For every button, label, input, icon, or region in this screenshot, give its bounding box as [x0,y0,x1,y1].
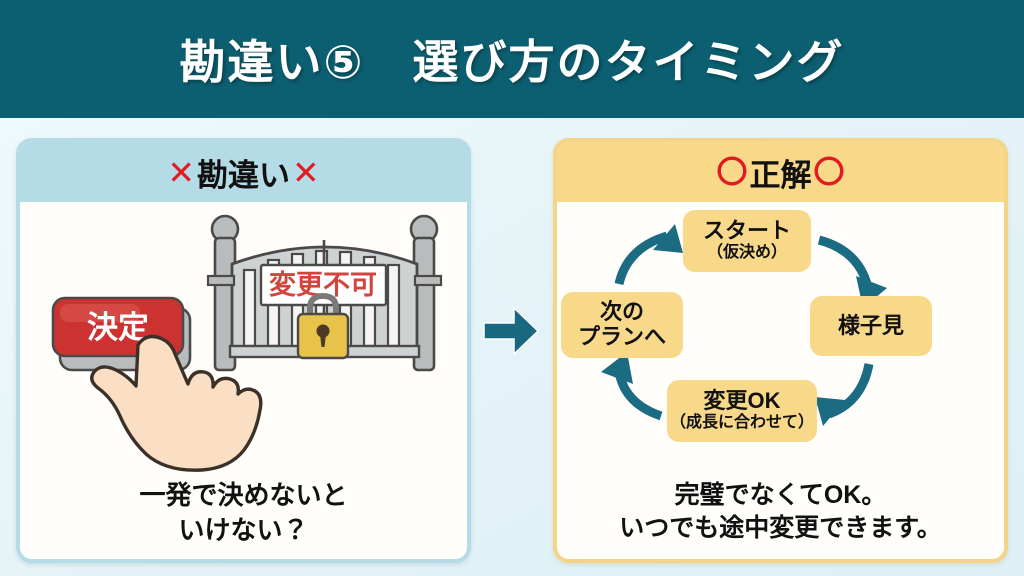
cycle-diagram: スタート （仮決め） 様子見 変更OK （成長に合わせて） 次の プランへ [557,204,1004,454]
arrow-watch-to-change-stem [827,363,874,419]
arrow-next-to-start-stem [614,231,669,286]
locked-gate-illustration: 変更不可 決定 [51,214,443,472]
cycle-node-change-sublabel: （成長に合わせて） [670,414,815,432]
cycle-node-start-label: スタート [702,218,791,244]
cycle-node-watch-label: 様子見 [837,312,904,338]
panel-misconception-title: ✕ 勘違い ✕ [167,150,319,195]
panel-correct-label: 正解 [749,157,812,193]
cycle-node-next-plan: 次の プランへ [561,292,683,358]
panel-misconception: ✕ 勘違い ✕ [16,138,471,563]
circle-mark-icon-right: 〇 [813,154,845,190]
panel-misconception-label: 勘違い [197,157,290,193]
panel-correct: 〇 正解 〇 [553,138,1008,563]
circle-mark-icon-left: 〇 [716,154,748,190]
slide-header: 勘違い⑤ 選び方のタイミング [0,0,1024,118]
misconception-caption-line1: 一発で決めないと [139,480,348,511]
misconception-caption-line2: いけない？ [178,514,309,545]
cycle-node-change-label: 変更OK [703,388,781,414]
arrow-start-to-watch-stem [817,235,872,286]
cycle-node-next-plan-label-line2: プランへ [577,324,666,349]
cycle-node-next-plan-label-line1: 次の [599,299,644,325]
panel-misconception-header: ✕ 勘違い ✕ [20,142,467,202]
pointing-hand-icon [90,334,263,472]
right-arrow-icon [483,306,540,356]
panel-correct-title: 〇 正解 〇 [717,150,845,195]
arrow-head-next-to-start [653,224,683,253]
correct-caption-line2: いつでも途中変更できます。 [619,514,942,542]
correct-caption-line1: 完璧でなくてOK。 [674,481,887,509]
cycle-node-watch: 様子見 [810,296,932,356]
page-title: 勘違い⑤ 選び方のタイミング [179,36,845,88]
cycle-node-change: 変更OK （成長に合わせて） [667,380,817,442]
padlock-icon [296,292,350,360]
misconception-caption: 一発で決めないと いけない？ [20,478,467,547]
cycle-node-start: スタート （仮決め） [683,210,811,272]
decision-button-label: 決定 [87,310,149,345]
cycle-node-start-sublabel: （仮決め） [706,244,787,262]
panel-misconception-body: 変更不可 決定 [20,202,467,559]
arrow-change-to-next-stem [614,370,663,421]
panel-correct-header: 〇 正解 〇 [557,142,1004,202]
x-mark-icon-left: ✕ [167,153,195,191]
correct-caption: 完璧でなくてOK。 いつでも途中変更できます。 [557,479,1004,545]
x-mark-icon-right: ✕ [292,153,320,191]
panel-correct-body: スタート （仮決め） 様子見 変更OK （成長に合わせて） 次の プランへ 完璧… [557,202,1004,559]
arrow-head-watch-to-change [815,397,845,426]
